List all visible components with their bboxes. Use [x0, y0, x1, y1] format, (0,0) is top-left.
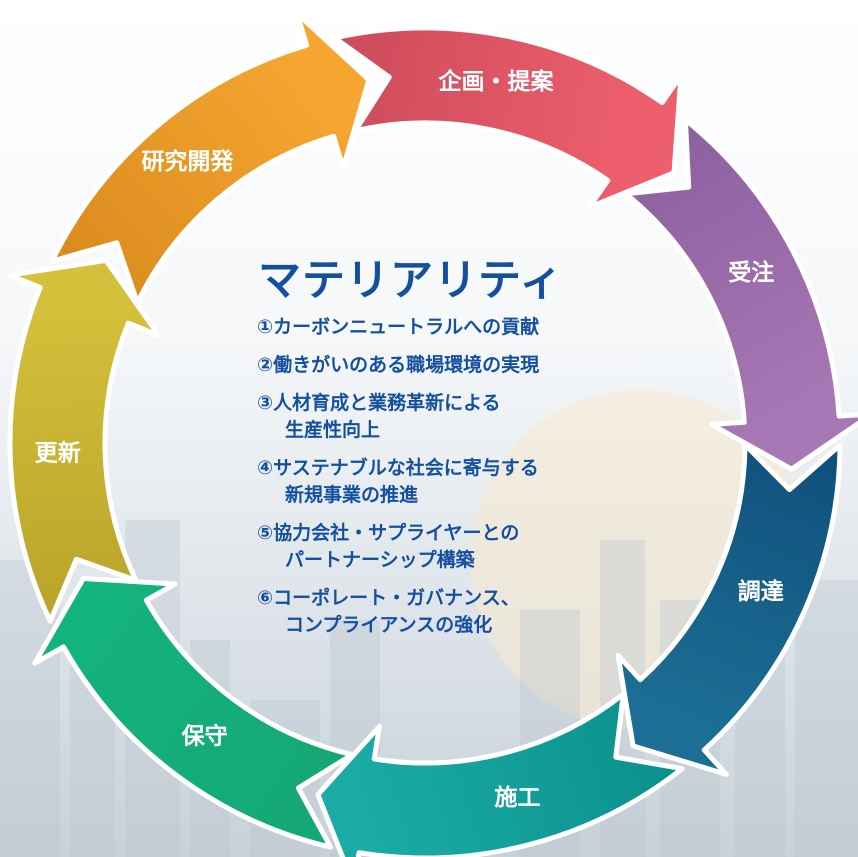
materiality-item-6: ⑥コーポレート・ガバナンス、 コンプライアンスの強化 — [257, 585, 539, 639]
materiality-item-4-line1: ④サステナブルな社会に寄与する — [257, 457, 539, 479]
cycle-arrow-procurement — [615, 442, 843, 777]
cycle-label-research-development: 研究開発 — [141, 148, 234, 175]
cycle-label-construction: 施工 — [495, 784, 541, 811]
materiality-item-2: ②働きがいのある職場環境の実現 — [257, 352, 539, 379]
cycle-arrow-research-development — [49, 11, 372, 306]
materiality-item-3-line1: ③人材育成と業務革新による — [257, 392, 501, 414]
materiality-item-4-line2: 新規事業の推進 — [285, 484, 419, 506]
cycle-label-maintenance: 保守 — [181, 723, 228, 750]
materiality-list: ①カーボンニュートラルへの貢献 ②働きがいのある職場環境の実現 ③人材育成と業務… — [257, 314, 539, 650]
materiality-item-5: ⑤協力会社・サプライヤーとの パートナーシップ構築 — [257, 520, 539, 574]
materiality-item-4: ④サステナブルな社会に寄与する 新規事業の推進 — [257, 455, 539, 509]
cycle-arrow-construction — [315, 691, 685, 857]
cycle-arrow-maintenance — [32, 576, 355, 850]
materiality-item-1-text: ①カーボンニュートラルへの貢献 — [257, 316, 540, 338]
materiality-item-1: ①カーボンニュートラルへの貢献 — [257, 314, 539, 341]
materiality-item-5-line2: パートナーシップ構築 — [285, 549, 475, 571]
cycle-label-order-receipt: 受注 — [728, 259, 774, 286]
materiality-item-2-text: ②働きがいのある職場環境の実現 — [257, 354, 540, 376]
cycle-arrow-renewal — [7, 257, 162, 624]
cycle-label-planning-proposal: 企画・提案 — [438, 68, 555, 95]
cycle-arrow-planning-proposal — [332, 25, 684, 210]
cycle-label-procurement: 調達 — [738, 578, 784, 605]
cycle-arrow-order-receipt — [623, 117, 858, 472]
materiality-item-6-line2: コンプライアンスの強化 — [285, 614, 493, 636]
materiality-item-6-line1: ⑥コーポレート・ガバナンス、 — [257, 587, 520, 609]
materiality-item-3-line2: 生産性向上 — [285, 419, 381, 441]
materiality-title: マテリアリティ — [258, 256, 564, 306]
materiality-item-5-line1: ⑤協力会社・サプライヤーとの — [257, 522, 520, 544]
cycle-label-renewal: 更新 — [35, 440, 81, 467]
materiality-item-3: ③人材育成と業務革新による 生産性向上 — [257, 390, 539, 444]
